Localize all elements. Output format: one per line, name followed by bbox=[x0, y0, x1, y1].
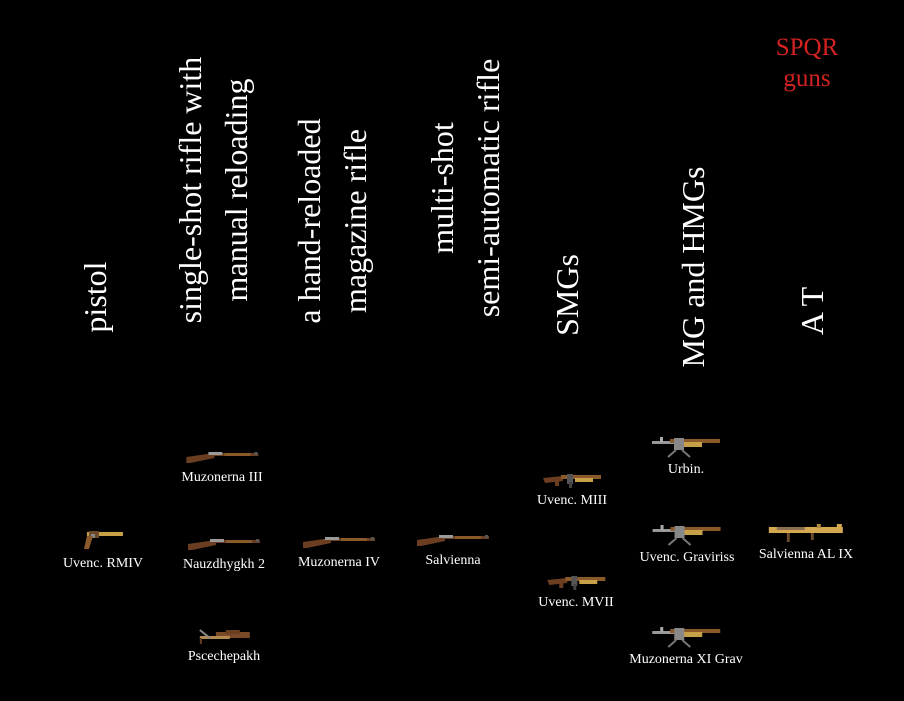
weapon-pscechepakh[interactable]: Pscechepakh bbox=[188, 626, 260, 665]
weapon-uvenc-rmiv[interactable]: Uvenc. RMIV bbox=[63, 529, 143, 572]
page-title: SPQR guns bbox=[776, 32, 839, 94]
weapon-name: Urbin. bbox=[667, 462, 705, 477]
title-line-2: guns bbox=[783, 65, 831, 92]
weapon-name: Salvienna AL IX bbox=[758, 547, 854, 562]
weapon-uvenc-mvii[interactable]: Uvenc. MVII bbox=[538, 572, 614, 611]
machine-gun-icon bbox=[650, 433, 722, 459]
category-header-multi-shot: multi-shot semi-automatic rifle bbox=[424, 58, 506, 318]
rifle-icon bbox=[183, 534, 265, 554]
machine-gun-icon bbox=[640, 521, 735, 547]
rocket-launcher-icon bbox=[759, 522, 853, 544]
smg-icon bbox=[538, 572, 613, 592]
category-header-pistol: pistol bbox=[77, 261, 113, 333]
weapon-name: Salvienna bbox=[425, 553, 481, 568]
weapon-name: Uvenc. MIII bbox=[537, 493, 607, 508]
pistol-icon bbox=[63, 529, 143, 553]
weapon-nauzdhygkh-2[interactable]: Nauzdhygkh 2 bbox=[183, 534, 265, 573]
smg-icon bbox=[537, 470, 607, 490]
category-header-smg: SMGs bbox=[549, 254, 585, 336]
weapon-name: Uvenc. MVII bbox=[538, 595, 614, 610]
weapon-muzonerna-iv[interactable]: Muzonerna IV bbox=[298, 532, 380, 571]
weapon-urbin[interactable]: Urbin. bbox=[650, 433, 722, 478]
machine-gun-icon bbox=[629, 623, 743, 649]
weapon-name: Muzonerna IV bbox=[297, 555, 381, 570]
weapon-uvenc-graviriss[interactable]: Uvenc. Graviriss bbox=[639, 521, 735, 566]
weapon-name: Muzonerna XI Grav bbox=[629, 652, 743, 667]
weapon-name: Nauzdhygkh 2 bbox=[182, 557, 266, 572]
category-header-single-shot: single-shot rifle with manual reloading bbox=[172, 56, 254, 324]
weapon-name: Muzonerna III bbox=[181, 470, 263, 485]
weapon-muzonerna-xi-grav[interactable]: Muzonerna XI Grav bbox=[629, 623, 743, 668]
weapon-muzonerna-iii[interactable]: Muzonerna III bbox=[181, 447, 263, 486]
category-header-mg: MG and HMGs bbox=[675, 166, 711, 368]
weapon-salvienna[interactable]: Salvienna bbox=[415, 530, 491, 569]
category-header-at: A T bbox=[794, 286, 830, 336]
weapon-uvenc-miii[interactable]: Uvenc. MIII bbox=[537, 470, 607, 509]
weapon-name: Uvenc. Graviriss bbox=[639, 550, 735, 565]
category-header-hand-reloaded: a hand-reloaded magazine rifle bbox=[291, 118, 373, 324]
title-line-1: SPQR bbox=[775, 34, 839, 61]
weapon-name: Pscechepakh bbox=[187, 649, 261, 664]
weapon-name: Uvenc. RMIV bbox=[62, 556, 144, 571]
rifle-icon bbox=[298, 532, 380, 552]
weapon-salvienna-al-ix[interactable]: Salvienna AL IX bbox=[759, 522, 853, 563]
crossbow-rifle-icon bbox=[188, 626, 260, 646]
rifle-icon bbox=[415, 530, 491, 550]
rifle-icon bbox=[181, 447, 262, 467]
